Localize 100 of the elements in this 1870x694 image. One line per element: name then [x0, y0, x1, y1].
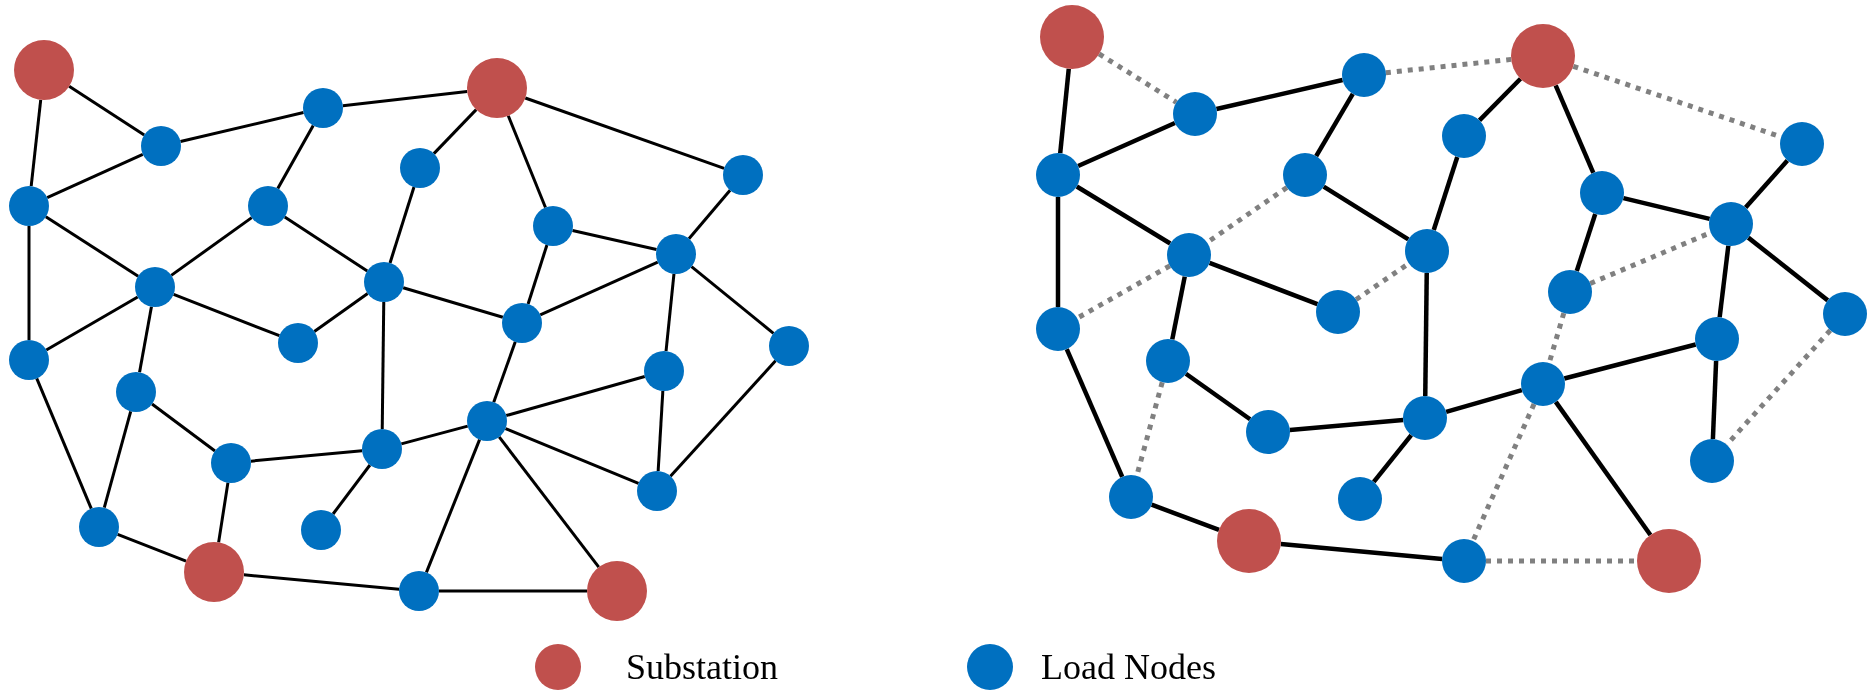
link-line	[276, 124, 315, 190]
link-line	[1445, 387, 1523, 415]
load-node	[1283, 153, 1327, 197]
link-line	[388, 186, 416, 264]
link-line	[687, 189, 732, 240]
load-node	[1036, 153, 1080, 197]
legend-label: Substation	[626, 646, 778, 689]
load-node	[723, 155, 763, 195]
dashed-link	[1470, 403, 1537, 542]
load-node	[9, 340, 49, 380]
dashed-link	[1486, 558, 1637, 564]
link-line	[656, 390, 665, 472]
load-node	[400, 148, 440, 188]
link-line	[1372, 433, 1413, 484]
load-node	[1109, 475, 1153, 519]
load-node	[399, 571, 439, 611]
load-node	[116, 372, 156, 412]
link-line	[217, 482, 230, 543]
load-node	[1316, 290, 1360, 334]
load-node	[211, 443, 251, 483]
load-node	[362, 429, 402, 469]
link-line	[45, 215, 139, 278]
link-line	[1423, 272, 1429, 397]
link-line	[1574, 213, 1598, 272]
load-node	[248, 186, 288, 226]
load-node	[278, 323, 318, 363]
link-line	[425, 439, 481, 573]
load-node	[1342, 53, 1386, 97]
link-line	[1710, 360, 1719, 440]
link-line	[1077, 120, 1176, 169]
load-node	[467, 401, 507, 441]
load-node	[502, 303, 542, 343]
link-line	[29, 99, 43, 187]
legend-label: Load Nodes	[1041, 646, 1216, 689]
substation-node	[14, 40, 74, 100]
link-line	[138, 306, 153, 373]
dashed-link	[1097, 51, 1178, 105]
load-node	[1709, 202, 1753, 246]
link-line	[27, 226, 31, 340]
link-line	[664, 273, 676, 352]
link-line	[1553, 84, 1596, 174]
load-node	[644, 351, 684, 391]
link-line	[1055, 197, 1061, 307]
link-line	[497, 435, 600, 569]
link-line	[243, 573, 400, 591]
link-line	[506, 115, 547, 209]
load-node	[1580, 171, 1624, 215]
load-node	[1036, 307, 1080, 351]
load-node	[656, 234, 696, 274]
link-line	[117, 532, 187, 563]
load-node	[637, 471, 677, 511]
link-line	[669, 359, 777, 478]
link-line	[1717, 245, 1731, 318]
load-node	[141, 126, 181, 166]
link-line	[1280, 541, 1443, 562]
link-line	[492, 341, 517, 403]
load-node	[1690, 439, 1734, 483]
load-node	[135, 267, 175, 307]
link-line	[524, 96, 725, 170]
link-line	[1314, 92, 1355, 158]
load-node	[1405, 229, 1449, 273]
link-line	[1743, 158, 1790, 210]
link-line	[400, 424, 469, 446]
link-line	[1208, 260, 1319, 307]
link-line	[526, 244, 549, 305]
link-line	[1477, 77, 1523, 122]
link-line	[1553, 400, 1653, 537]
link-line	[1075, 184, 1172, 246]
load-node	[769, 326, 809, 366]
link-line	[180, 111, 304, 143]
dashed-link	[1546, 312, 1567, 364]
load-node	[79, 507, 119, 547]
load-node	[1146, 339, 1190, 383]
load-node	[301, 510, 341, 550]
link-line	[151, 402, 216, 453]
link-line	[1563, 342, 1697, 381]
link-line	[572, 228, 657, 252]
link-line	[342, 89, 468, 108]
load-node	[1442, 539, 1486, 583]
load-node	[1338, 477, 1382, 521]
load-node	[1695, 317, 1739, 361]
link-line	[1622, 195, 1711, 222]
link-line	[173, 292, 280, 338]
link-line	[1064, 348, 1125, 478]
link-line	[283, 215, 369, 273]
load-node	[303, 88, 343, 128]
link-line	[1322, 184, 1410, 242]
link-line	[1170, 276, 1187, 340]
dashed-link	[1385, 56, 1512, 76]
link-line	[331, 464, 372, 515]
link-line	[439, 589, 587, 593]
load-node	[1548, 270, 1592, 314]
link-line	[1184, 371, 1252, 422]
load-node	[1442, 114, 1486, 158]
link-line	[690, 265, 775, 335]
link-line	[102, 410, 133, 509]
link-line	[1215, 77, 1344, 112]
load-node	[1403, 396, 1447, 440]
link-line	[539, 260, 659, 317]
link-line	[45, 295, 139, 352]
